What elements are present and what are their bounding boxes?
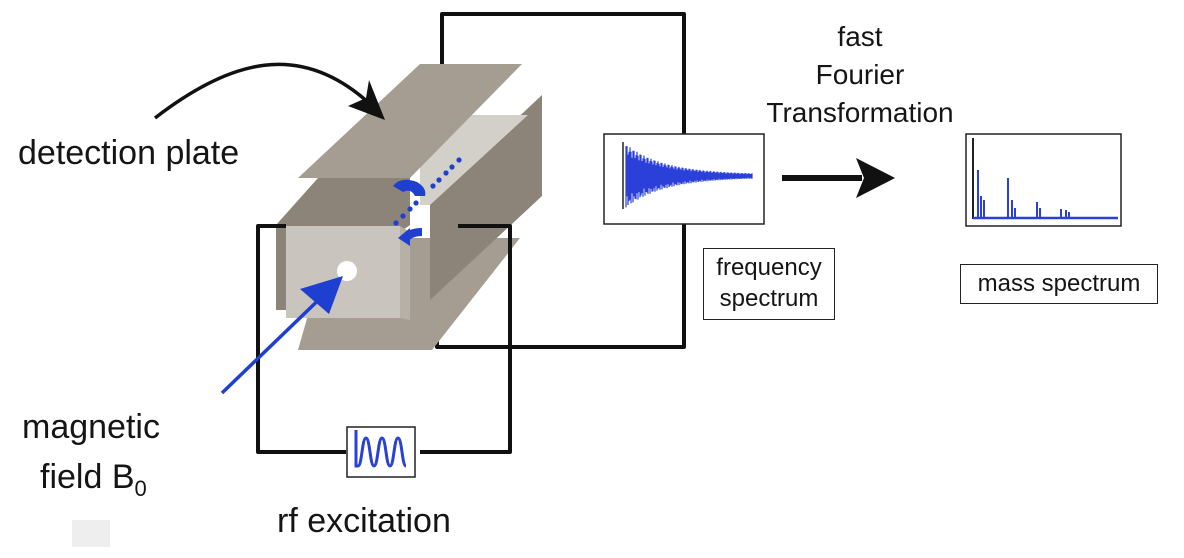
mass-spectrum-label: mass spectrum: [977, 270, 1141, 297]
detection-plate-arrowhead: [348, 80, 385, 120]
fft-arrowhead: [856, 158, 895, 198]
mass-spectrum-label-box: mass spectrum: [960, 264, 1158, 304]
detection-plate-arrow: [153, 62, 372, 120]
rf-excitation-waveform: [354, 430, 408, 468]
fft-label-line3: Transformation: [766, 97, 954, 128]
front-plate-side: [400, 226, 410, 320]
magnetic-field-arrowhead: [300, 276, 343, 314]
magnetic-field-label-line1: magnetic: [22, 408, 160, 446]
rf-excitation-box: [346, 426, 416, 478]
fft-label-line2: Fourier: [815, 59, 905, 90]
magnetic-field-text: field B: [40, 458, 135, 496]
ion-orbit: [393, 157, 462, 246]
top-detection-plate: [298, 64, 522, 178]
watermark-artifact: [72, 520, 110, 547]
transient-signal: [622, 142, 753, 209]
frequency-spectrum-label-line1: frequency: [716, 254, 822, 281]
mass-spectrum-signal: [972, 138, 1118, 220]
ion-entrance-hole: [337, 261, 357, 281]
detection-plate-label: detection plate: [18, 134, 240, 172]
frequency-spectrum-label-box: frequency spectrum: [703, 248, 835, 320]
magnetic-field-arrow: [220, 285, 334, 395]
fft-label-line1: fast: [837, 21, 883, 52]
rf-excitation-label: rf excitation: [277, 502, 451, 540]
mass-spectrum-plot: [965, 133, 1122, 227]
excitation-wire-left: [256, 224, 346, 454]
fft-label: fast Fourier Transformation: [752, 22, 968, 128]
transient-waveform: [625, 146, 753, 208]
frequency-spectrum-label-line2: spectrum: [719, 285, 819, 312]
magnetic-field-label-line2: field B0: [40, 458, 147, 508]
excitation-wire-right-stub: [420, 224, 512, 454]
magnetic-field-subscript: 0: [134, 476, 147, 501]
right-excitation-plate: [430, 95, 542, 300]
